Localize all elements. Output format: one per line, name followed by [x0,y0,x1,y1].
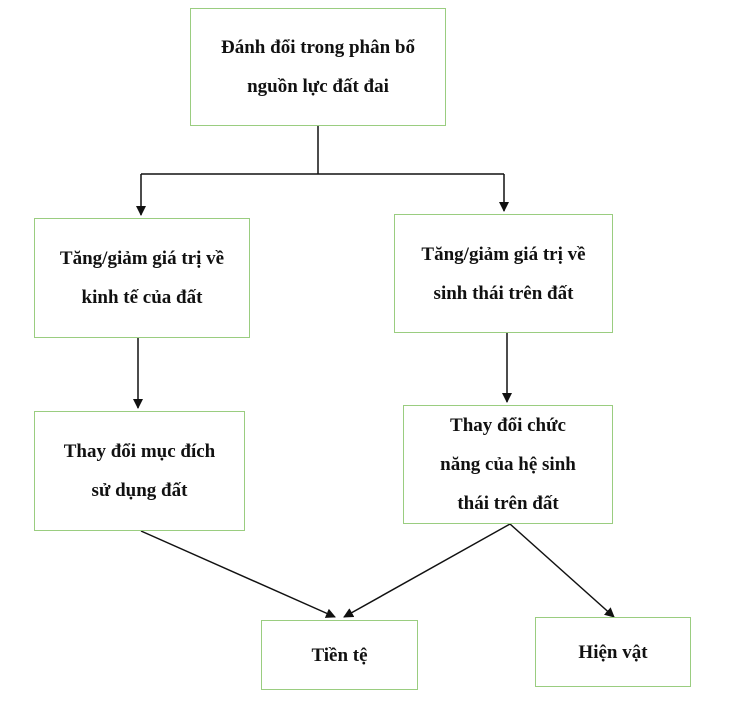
edge-ecosystem-function-change-to-monetary [343,523,511,618]
node-ecosystem-function-change-line-1: Thay đổi chức [450,415,566,436]
node-monetary-label: Tiền tệ [311,644,368,666]
edge-land-use-change-to-monetary [140,530,336,618]
node-econ-value: Tăng/giảm giá trị về kinh tế của đất [34,218,250,338]
node-ecosystem-function-change-line-3: thái trên đất [457,493,559,514]
node-land-use-change: Thay đổi mục đích sử dụng đất [34,411,245,531]
node-monetary: Tiền tệ [261,620,418,690]
node-in-kind-label: Hiện vật [578,641,648,663]
edge-ecosystem-function-change-to-in-kind [509,523,615,618]
node-root-line-1: Đánh đổi trong phân bổ [221,37,415,58]
node-ecosystem-function-change: Thay đổi chức năng của hệ sinh thái trên… [403,405,613,524]
node-eco-value: Tăng/giảm giá trị về sinh thái trên đất [394,214,613,333]
node-root-line-2: nguồn lực đất đai [247,76,389,97]
node-land-use-change-line-1: Thay đổi mục đích [63,441,216,462]
node-eco-value-line-1: Tăng/giảm giá trị về [421,243,586,265]
node-root: Đánh đổi trong phân bổ nguồn lực đất đai [190,8,446,126]
node-ecosystem-function-change-line-2: năng của hệ sinh [440,454,576,475]
node-in-kind: Hiện vật [535,617,691,687]
node-econ-value-line-2: kinh tế của đất [81,287,203,308]
node-land-use-change-line-2: sử dụng đất [91,480,188,501]
node-eco-value-line-2: sinh thái trên đất [433,282,574,304]
node-econ-value-line-1: Tăng/giảm giá trị về [59,248,225,269]
